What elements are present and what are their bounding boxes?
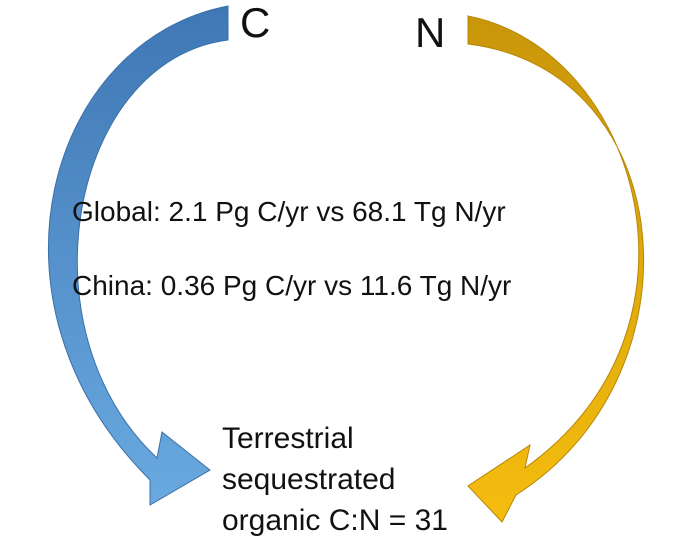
- carbon-arrow-icon: [48, 5, 229, 506]
- result-line-2: sequestrated: [222, 463, 396, 496]
- carbon-label: C: [240, 0, 271, 46]
- nitrogen-label: N: [415, 9, 446, 56]
- china-stat: China: 0.36 Pg C/yr vs 11.6 Tg N/yr: [72, 270, 512, 301]
- result-line-1: Terrestrial: [222, 422, 354, 455]
- global-stat: Global: 2.1 Pg C/yr vs 68.1 Tg N/yr: [72, 196, 506, 227]
- result-line-3: organic C:N = 31: [222, 504, 448, 537]
- nitrogen-arrow-icon: [467, 15, 645, 523]
- result-box: Terrestrial sequestrated organic C:N = 3…: [222, 418, 448, 541]
